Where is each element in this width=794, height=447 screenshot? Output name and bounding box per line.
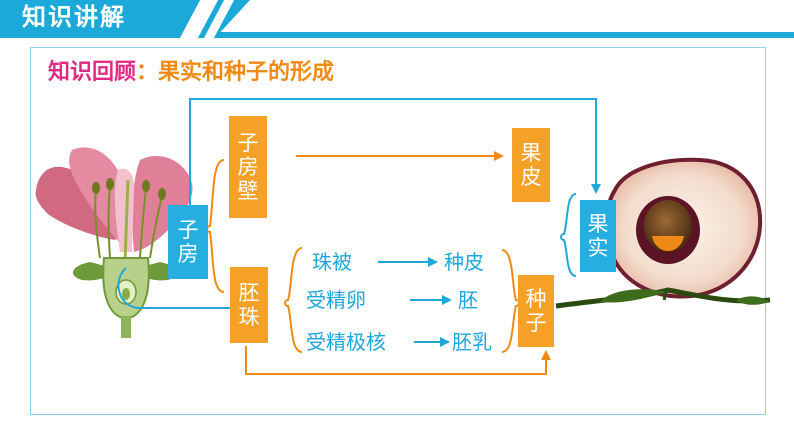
ovule-to-flower-line (117, 267, 230, 309)
embryo-label: 胚 (458, 288, 478, 312)
pericarp-box: 果皮 (512, 128, 550, 202)
pericarp-label: 果皮 (520, 140, 542, 189)
zygote-label: 受精卵 (306, 288, 366, 312)
header-band (0, 32, 794, 38)
section-title-prefix: 知识回顾 (48, 60, 137, 85)
fruit-brace (560, 193, 577, 277)
endosperm-label: 胚乳 (452, 330, 492, 354)
ovule-brace (284, 247, 303, 353)
seed-coat-label: 种皮 (444, 250, 484, 274)
ovule-box: 胚珠 (230, 267, 268, 343)
ovary-to-fruit-line (189, 98, 601, 210)
ovary-brace (206, 159, 225, 293)
ovary-wall-label: 子房壁 (237, 130, 259, 204)
integument-label: 珠被 (312, 250, 352, 274)
fruit-label: 果实 (587, 211, 609, 260)
polar-nuclei-label: 受精极核 (306, 330, 386, 354)
ovary-box: 子房 (168, 205, 208, 279)
blue-connectors (117, 98, 601, 347)
ovary-wall-box: 子房壁 (229, 116, 267, 218)
blue-connectors-2 (560, 193, 577, 277)
seed-brace (501, 249, 520, 353)
seed-label: 种子 (525, 286, 547, 335)
header-title: 知识讲解 (22, 3, 126, 31)
fruit-illustration (555, 157, 771, 309)
fruit-box: 果实 (580, 200, 616, 272)
section-title-colon: ： (136, 60, 159, 85)
orange-connectors (206, 151, 551, 375)
section-title-main: 果实和种子的形成 (158, 60, 335, 85)
ovule-to-seed-line (245, 346, 551, 375)
ovary-label: 子房 (177, 217, 199, 266)
flower-illustration (35, 147, 193, 338)
content-frame (30, 47, 766, 415)
seed-box: 种子 (518, 275, 554, 347)
ovule-label: 胚珠 (238, 280, 260, 329)
section-title: 知识回顾：果实和种子的形成 (48, 56, 334, 90)
